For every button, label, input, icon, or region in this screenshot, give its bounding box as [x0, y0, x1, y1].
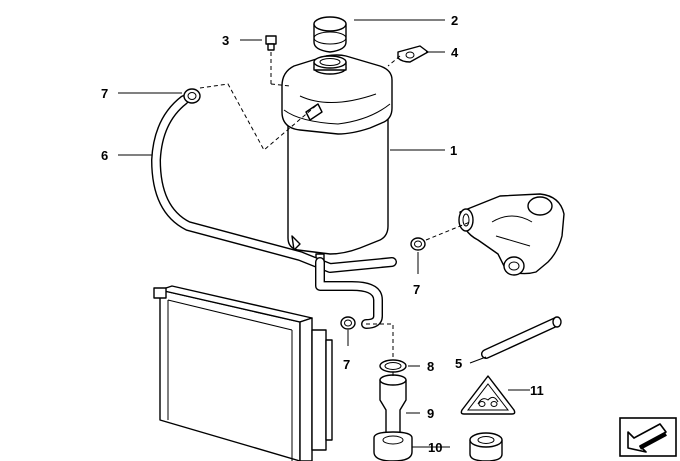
callout-6: 6 [101, 148, 108, 163]
callout-7-pump: 7 [413, 282, 420, 297]
callout-11: 11 [530, 383, 544, 398]
callout-7-radiator: 7 [343, 357, 350, 372]
filler-cap [313, 16, 347, 53]
callout-8: 8 [427, 359, 434, 374]
level-sensor [373, 374, 413, 461]
expansion-tank [281, 54, 393, 263]
o-ring [379, 359, 407, 373]
arrow-down-left-icon [619, 417, 677, 457]
leader-lines [118, 19, 530, 448]
radiator [153, 285, 333, 461]
warning-label [460, 375, 516, 415]
callout-1: 1 [450, 143, 457, 158]
callout-9: 9 [427, 406, 434, 421]
callout-2: 2 [451, 13, 458, 28]
hose-clamp-top [183, 88, 201, 104]
callout-3: 3 [222, 33, 229, 48]
callout-10: 10 [428, 440, 442, 455]
assembly-lines [199, 52, 471, 376]
hose-pipe [481, 316, 562, 359]
callout-4: 4 [451, 45, 459, 60]
hose-clamp-radiator [340, 316, 356, 330]
callout-7-top: 7 [101, 86, 108, 101]
hose-lower [315, 257, 383, 329]
water-pump-housing [458, 193, 565, 276]
bush [469, 432, 503, 461]
callout-5: 5 [455, 356, 462, 371]
hose-clamp-pump [410, 237, 426, 251]
hose-6 [151, 95, 397, 273]
holder-clip [397, 45, 429, 63]
callout-numbers: 1 2 3 4 5 6 7 7 7 8 9 10 11 [101, 13, 544, 455]
bolt [265, 35, 277, 51]
